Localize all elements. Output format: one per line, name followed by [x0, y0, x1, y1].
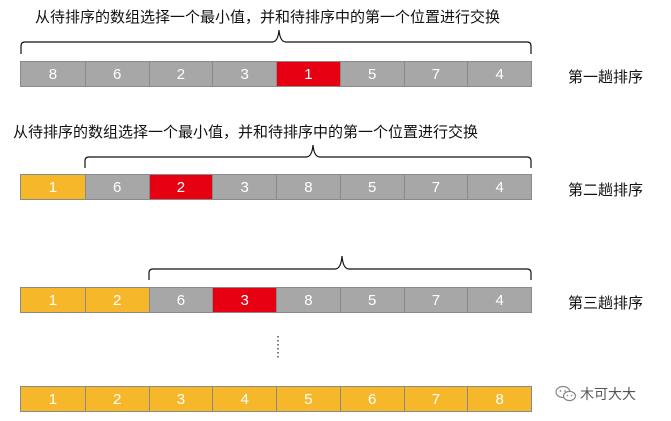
array-cell: 3: [212, 62, 276, 86]
array-cell: 3: [212, 175, 276, 199]
caption-pass-2: 从待排序的数组选择一个最小值，并和待排序中的第一个位置进行交换: [13, 123, 479, 141]
array-cell: 4: [467, 62, 531, 86]
array-cell: 1: [21, 175, 85, 199]
watermark-text: 木可大大: [580, 387, 636, 403]
array-cell: 5: [339, 175, 404, 199]
array-cell: 4: [467, 288, 531, 312]
array-cell: 3: [148, 387, 213, 411]
array-cell: 7: [403, 387, 468, 411]
array-cell: 4: [467, 175, 531, 199]
array-cell: 5: [339, 288, 404, 312]
array-cell: 6: [148, 288, 213, 312]
array-cell: 1: [276, 62, 340, 86]
wechat-icon: [555, 385, 577, 402]
array-cell: 1: [21, 288, 85, 312]
array-cell: 2: [84, 387, 149, 411]
pass-label-1: 第一趟排序: [568, 68, 644, 86]
array-cell: 7: [403, 288, 468, 312]
array-row-final: 1 2 3 4 5 6 7 8: [20, 386, 532, 412]
array-cell: 6: [84, 62, 149, 86]
brace-pass-1: [20, 29, 532, 54]
array-cell: 5: [276, 387, 340, 411]
array-cell: 6: [84, 175, 149, 199]
pass-label-2: 第二趟排序: [568, 181, 644, 199]
array-cell: 2: [84, 288, 149, 312]
caption-pass-1: 从待排序的数组选择一个最小值，并和待排序中的第一个位置进行交换: [35, 8, 501, 26]
array-cell: 2: [148, 62, 213, 86]
array-cell: 4: [212, 387, 276, 411]
array-cell: 6: [339, 387, 404, 411]
array-cell: 8: [467, 387, 531, 411]
array-cell: 2: [148, 175, 213, 199]
array-cell: 8: [276, 288, 340, 312]
array-cell: 8: [21, 62, 85, 86]
array-cell: 7: [403, 62, 468, 86]
brace-pass-2: [84, 144, 532, 168]
brace-pass-3: [148, 255, 532, 280]
vertical-ellipsis: ······: [275, 332, 282, 363]
array-row-pass-1: 8 6 2 3 1 5 7 4: [20, 61, 532, 87]
array-cell: 5: [339, 62, 404, 86]
array-cell: 8: [276, 175, 340, 199]
pass-label-3: 第三趟排序: [568, 294, 644, 312]
array-row-pass-2: 1 6 2 3 8 5 7 4: [20, 174, 532, 200]
array-cell: 3: [212, 288, 276, 312]
watermark: 木可大大: [555, 384, 636, 404]
array-row-pass-3: 1 2 6 3 8 5 7 4: [20, 287, 532, 313]
array-cell: 1: [21, 387, 85, 411]
array-cell: 7: [403, 175, 468, 199]
